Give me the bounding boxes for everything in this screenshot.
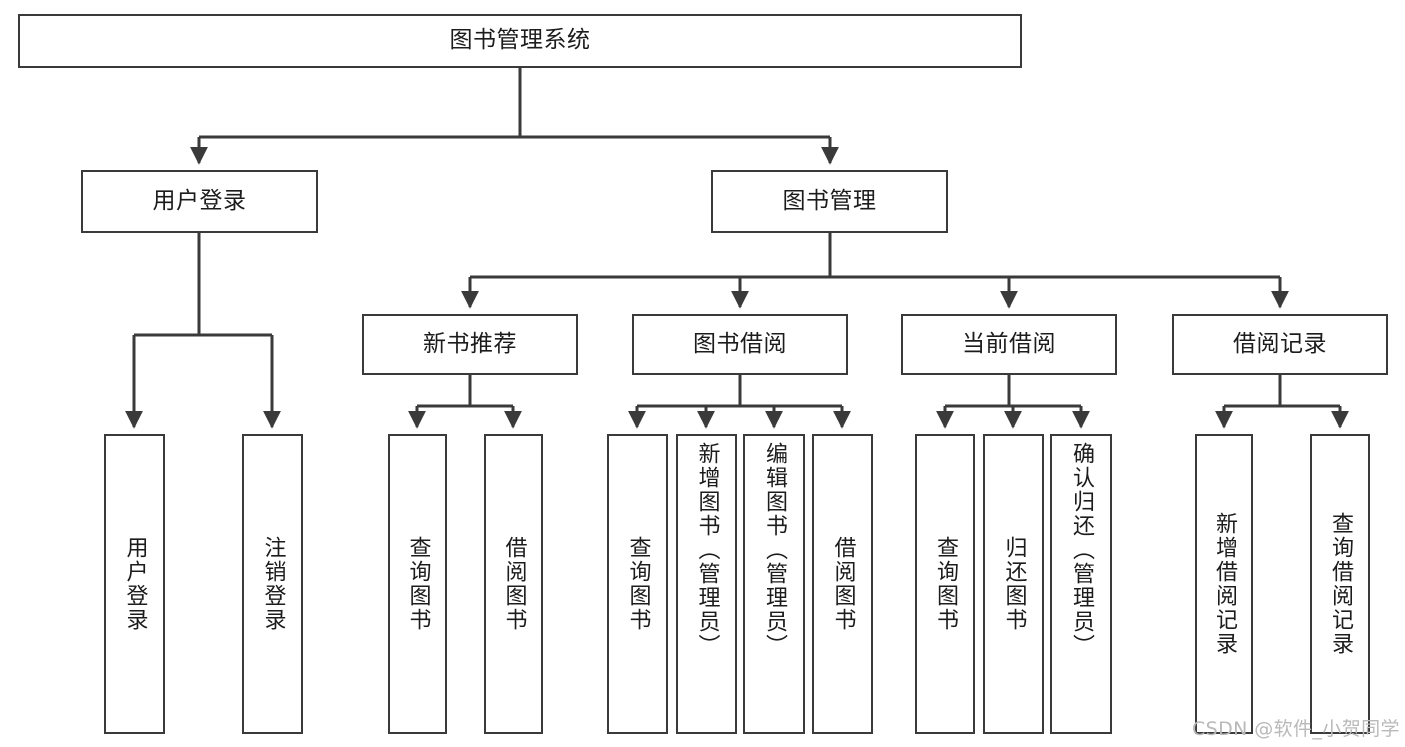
leaf-add-borrow-record-label: 新增借阅记录 (1212, 512, 1237, 656)
node-current-borrowing-label: 当前借阅 (962, 330, 1056, 357)
leaf-logout-label: 注销登录 (260, 536, 286, 632)
node-current-borrowing[interactable]: 当前借阅 (901, 314, 1117, 375)
leaf-logout[interactable]: 注销登录 (242, 434, 303, 734)
leaf-return-book-label: 归还图书 (1001, 536, 1027, 632)
leaf-user-login[interactable]: 用户登录 (104, 434, 165, 734)
leaf-add-book-admin-label: 新增图书（管理员） (694, 442, 720, 658)
leaf-borrow-book-newbook[interactable]: 借阅图书 (484, 434, 543, 734)
leaf-borrow-book[interactable]: 借阅图书 (812, 434, 873, 734)
node-borrow-records[interactable]: 借阅记录 (1172, 314, 1388, 375)
leaf-query-borrow-record[interactable]: 查询借阅记录 (1310, 434, 1370, 734)
node-new-book-recommendation-label: 新书推荐 (423, 330, 517, 357)
leaf-add-borrow-record[interactable]: 新增借阅记录 (1195, 434, 1253, 734)
node-root[interactable]: 图书管理系统 (18, 14, 1022, 68)
leaf-edit-book-admin-label: 编辑图书（管理员） (762, 442, 787, 658)
leaf-user-login-label: 用户登录 (122, 536, 148, 632)
leaf-return-book[interactable]: 归还图书 (983, 434, 1044, 734)
leaf-confirm-return-admin-label: 确认归还（管理员） (1069, 442, 1094, 658)
leaf-query-book-borrow-label: 查询图书 (625, 536, 651, 632)
leaf-query-book-current[interactable]: 查询图书 (915, 434, 975, 734)
node-user-login-label: 用户登录 (152, 187, 247, 214)
leaf-query-borrow-record-label: 查询借阅记录 (1328, 512, 1353, 656)
node-book-management[interactable]: 图书管理 (711, 170, 948, 233)
leaf-add-book-admin[interactable]: 新增图书（管理员） (676, 434, 737, 734)
leaf-edit-book-admin[interactable]: 编辑图书（管理员） (743, 434, 805, 734)
node-book-management-label: 图书管理 (782, 187, 877, 214)
leaf-query-book-newbook[interactable]: 查询图书 (388, 434, 447, 734)
leaf-query-book-newbook-label: 查询图书 (405, 536, 431, 632)
node-book-borrowing-label: 图书借阅 (693, 330, 787, 357)
node-user-login[interactable]: 用户登录 (81, 170, 318, 233)
leaf-confirm-return-admin[interactable]: 确认归还（管理员） (1050, 434, 1112, 734)
csdn-watermark: CSDN @软件_小贺同学 (1192, 718, 1400, 740)
leaf-borrow-book-newbook-label: 借阅图书 (501, 536, 527, 632)
node-borrow-records-label: 借阅记录 (1233, 330, 1327, 357)
leaf-query-book-current-label: 查询图书 (933, 536, 958, 632)
leaf-borrow-book-label: 借阅图书 (830, 536, 856, 632)
node-new-book-recommendation[interactable]: 新书推荐 (362, 314, 578, 375)
node-book-borrowing[interactable]: 图书借阅 (632, 314, 848, 375)
leaf-query-book-borrow[interactable]: 查询图书 (607, 434, 668, 734)
node-root-label: 图书管理系统 (449, 27, 591, 54)
